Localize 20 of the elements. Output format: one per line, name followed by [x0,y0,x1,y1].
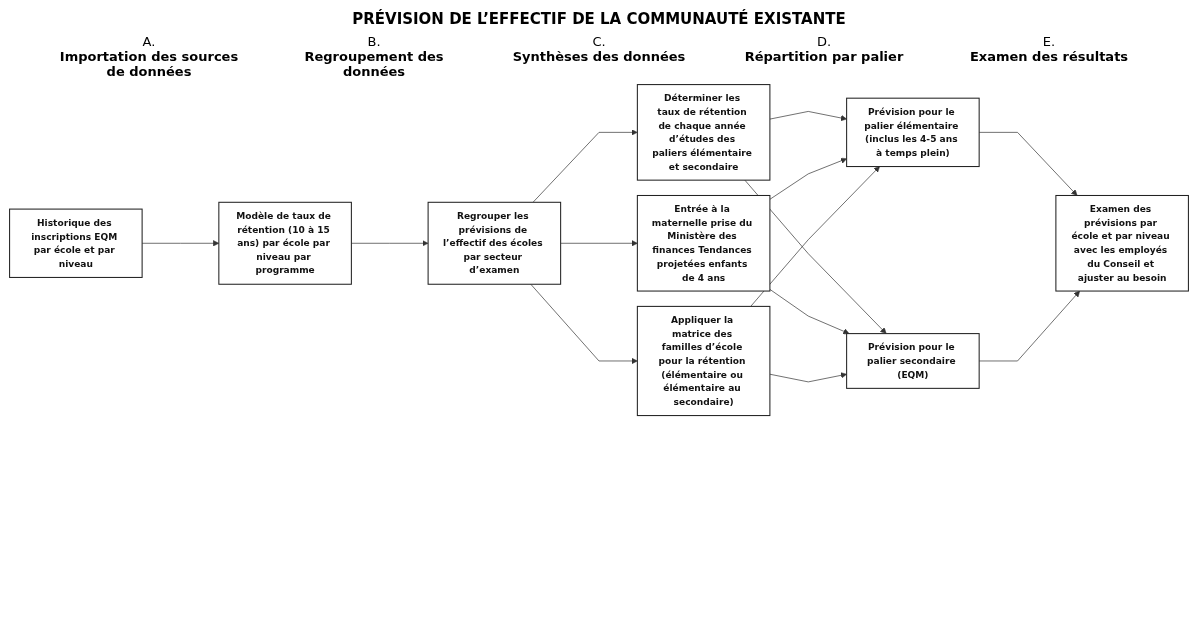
column-heading: Regroupement des données [303,49,445,79]
column-heading: Synthèses des données [512,49,686,64]
node-box: Prévision pour le palier élémentaire (inclus les 4-5 ans à temps plein) [846,97,980,168]
node-box: Modèle de taux de rétention (10 à 15 ans) par école par niveau par programme [218,201,352,285]
column-letter: B. [367,34,381,49]
node-box: Entrée à la maternelle prise du Ministère des finances Tendances projetées enfants de 4 ans [636,194,771,292]
node-box: Historique des inscriptions EQM par école et par niveau [9,208,143,278]
node-box: Prévision pour le palier secondaire (EQM) [846,333,980,389]
node-box: Regrouper les prévisions de l’effectif des écoles par secteur d’examen [427,201,562,285]
column-letter: D. [816,34,832,49]
column-heading: Importation des sources de données [58,49,240,79]
column-heading: Répartition par palier [744,49,904,64]
column-letter: E. [1042,34,1056,49]
node-box: Examen des prévisions par école et par niveau avec les employés du Conseil et ajuster au besoin [1055,194,1189,292]
node-box: Appliquer la matrice des familles d’école pour la rétention (élémentaire ou élémentaire au secondaire) [636,305,771,417]
column-letter: A. [142,34,156,49]
node-box: Déterminer les taux de rétention de chaque année d’études des paliers élémentaire et secondaire [636,84,771,181]
column-heading: Examen des résultats [969,49,1129,64]
column-letter: C. [592,34,606,49]
diagram-title: PRÉVISION DE L’EFFECTIF DE LA COMMUNAUTÉ EXISTANTE [352,10,846,28]
